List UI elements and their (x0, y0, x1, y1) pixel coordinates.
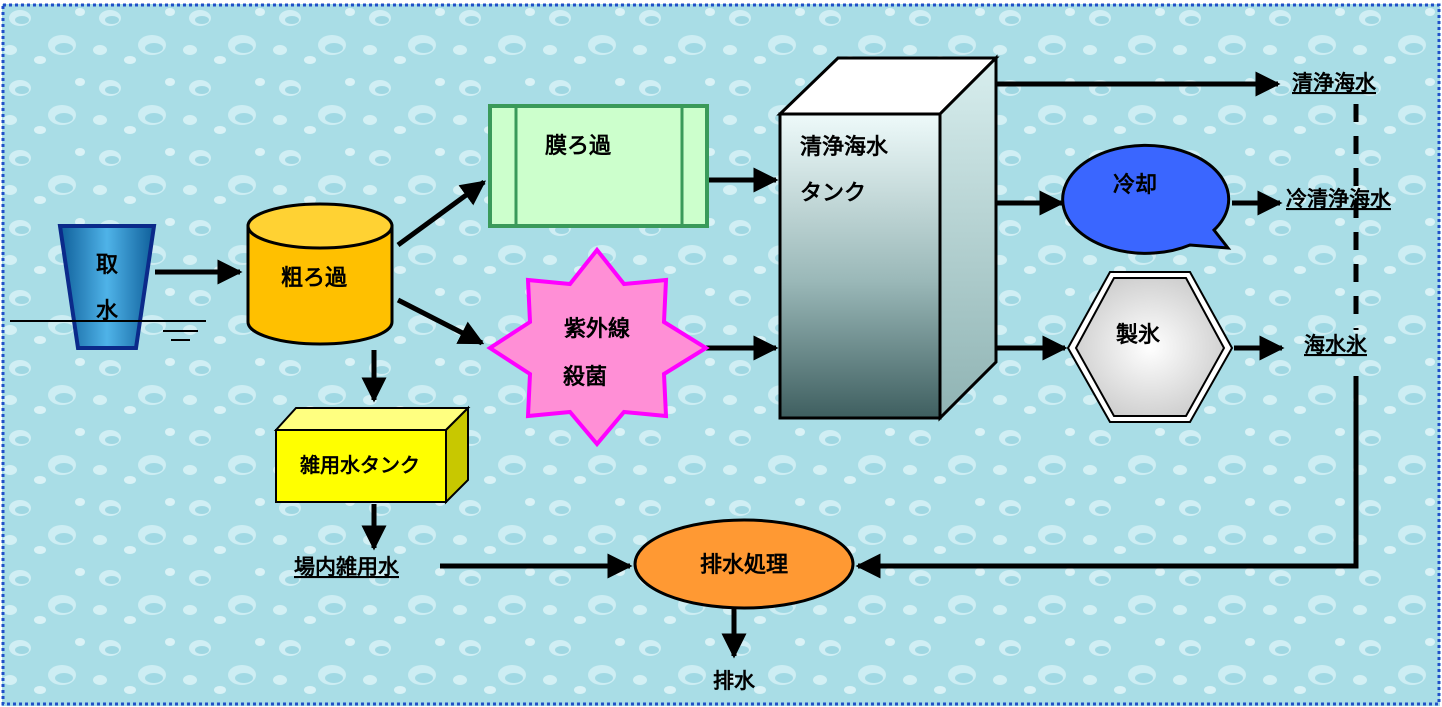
membrane-filter-node: 膜ろ過 (488, 104, 709, 228)
tank-label-bottom: タンク (800, 181, 866, 206)
intake-vessel (57, 224, 157, 350)
output-seawater-ice: 海水氷 (1304, 333, 1368, 357)
cooling-label: 冷却 (1113, 172, 1157, 198)
drainage-treatment-node: 排水処理 (633, 518, 855, 610)
utility-water-tank-node: 雑用水タンク (273, 405, 471, 505)
coarse-filter-node: 粗ろ過 (246, 202, 394, 346)
ice-making-label: 製氷 (1115, 322, 1161, 348)
clean-seawater-tank-node: 清浄海水 タンク (776, 54, 1000, 422)
uv-star (486, 246, 710, 448)
flow-arrows (155, 71, 1359, 659)
cooling-shape (1061, 143, 1232, 255)
cooling-node: 冷却 (1061, 143, 1232, 255)
arrow-seawater-ice-to-drainage (855, 376, 1359, 579)
output-cold-clean-seawater: 冷清浄海水 (1286, 187, 1392, 211)
coarse-filter-body (246, 224, 394, 346)
output-labels: 清浄海水 冷清浄海水 海水氷 場内雑用水 排水 (294, 71, 1392, 693)
intake-node: 取 水 (10, 224, 206, 350)
membrane-filter-box (488, 104, 709, 228)
output-discharge: 排水 (713, 669, 756, 693)
ice-hexagon-inner (1074, 277, 1226, 417)
tank-side-face (938, 54, 998, 422)
utility-tank-front (275, 429, 447, 503)
output-onsite-utility-water: 場内雑用水 (294, 555, 400, 579)
uv-label-top: 紫外線 (564, 316, 630, 342)
coarse-filter-top (246, 202, 394, 250)
coarse-filter-label: 粗ろ過 (281, 265, 348, 291)
intake-label-bottom: 水 (96, 299, 119, 324)
intake-label-top: 取 (96, 253, 118, 278)
output-clean-seawater: 清浄海水 (1292, 71, 1377, 95)
arrow-coarse-to-membrane (396, 179, 487, 248)
drainage-ellipse (633, 518, 855, 610)
tank-front-face (778, 112, 942, 420)
membrane-filter-label: 膜ろ過 (545, 133, 612, 159)
arrow-coarse-to-uv (396, 297, 485, 346)
drainage-label: 排水処理 (700, 552, 788, 578)
tank-label-top: 清浄海水 (800, 134, 889, 160)
uv-label-bottom: 殺菌 (563, 364, 607, 390)
uv-sterilization-node: 紫外線 殺菌 (486, 246, 710, 448)
utility-tank-top (273, 407, 471, 431)
diagram-frame (1, 3, 1441, 706)
ice-making-node: 製氷 (1066, 271, 1234, 423)
utility-tank-label: 雑用水タンク (299, 453, 420, 477)
